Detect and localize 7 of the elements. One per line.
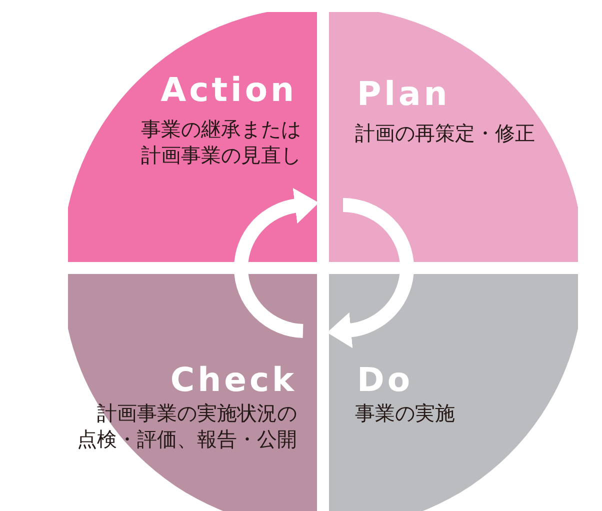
body-text: 計画の再策定・修正	[355, 120, 535, 146]
heading: Plan	[357, 74, 450, 113]
heading: Action	[160, 70, 297, 109]
heading: Check	[170, 360, 297, 399]
body-text: 事業の実施	[355, 400, 455, 426]
body-text: 事業の継承または計画事業の見直し	[141, 116, 301, 168]
heading: Do	[357, 360, 414, 399]
